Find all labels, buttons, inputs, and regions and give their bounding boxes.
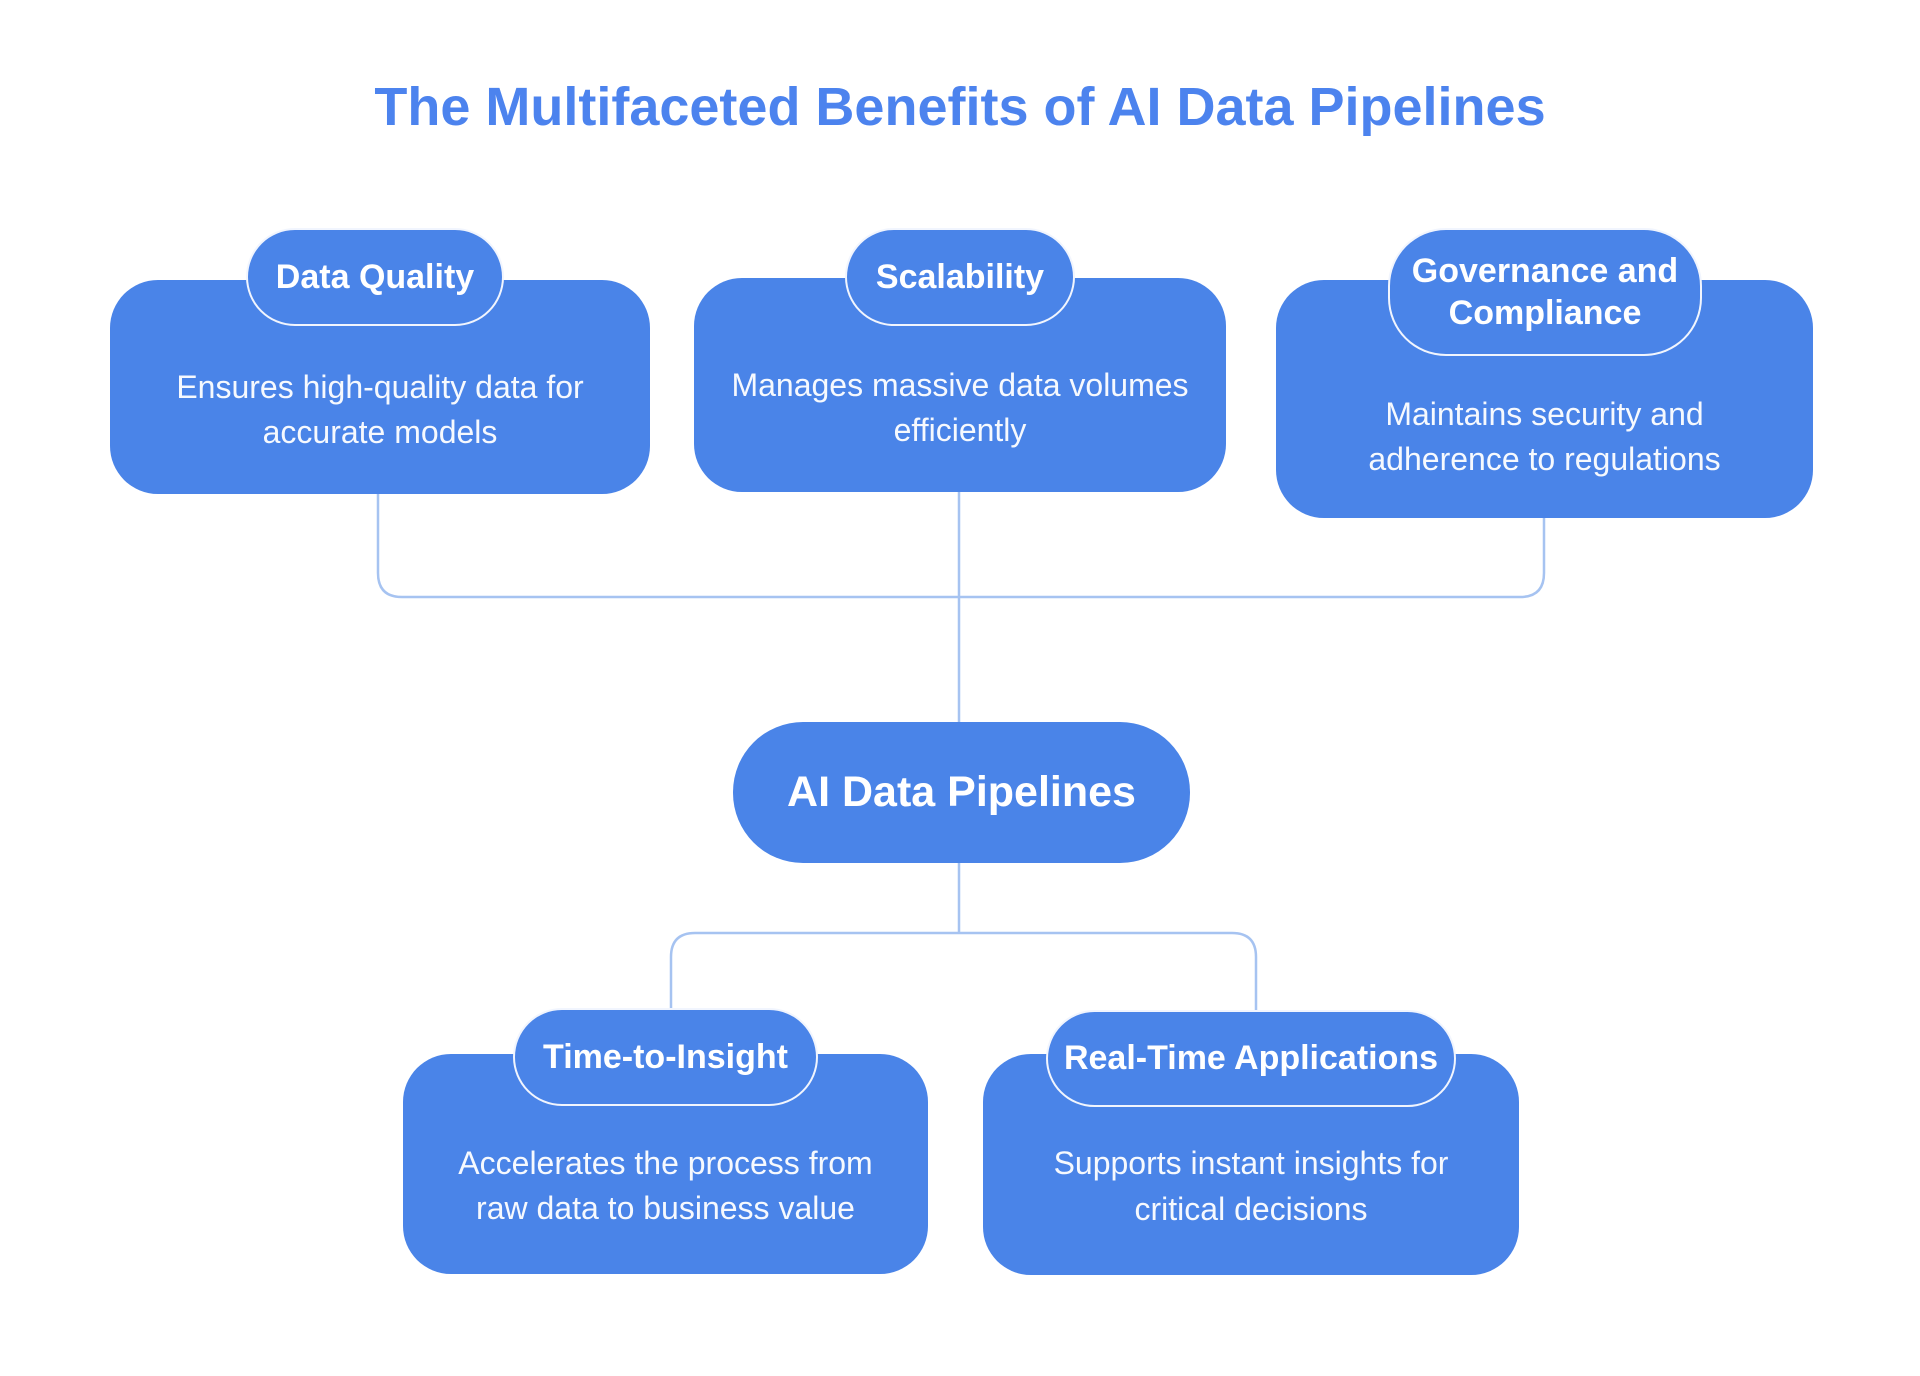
scalability-badge: Scalability — [845, 228, 1075, 326]
data-quality-node: Ensures high-quality data for accurate m… — [110, 280, 650, 494]
ai-data-pipelines-node: AI Data Pipelines — [733, 722, 1190, 863]
real-time-applications-description: Supports instant insights for critical d… — [1053, 1145, 1449, 1227]
time-to-insight-description: Accelerates the process from raw data to… — [458, 1144, 873, 1226]
data-quality-badge: Data Quality — [246, 228, 504, 326]
time-to-insight-badge: Time-to-Insight — [513, 1008, 818, 1106]
data-quality-description: Ensures high-quality data for accurate m… — [176, 368, 584, 450]
diagram-title: The Multifaceted Benefits of AI Data Pip… — [374, 77, 1546, 137]
scalability-description: Manages massive data volumes efficiently — [731, 366, 1189, 448]
governance-compliance-description: Maintains security and adherence to regu… — [1368, 395, 1721, 477]
governance-compliance-badge: Governance and Compliance — [1388, 228, 1702, 356]
ai-data-pipelines-label: AI Data Pipelines — [787, 768, 1136, 816]
connector-top-outer — [376, 492, 1546, 599]
real-time-applications-badge: Real-Time Applications — [1046, 1010, 1456, 1107]
connector-bottom-outer — [669, 931, 1258, 1014]
time-to-insight-node: Accelerates the process from raw data to… — [403, 1054, 928, 1274]
